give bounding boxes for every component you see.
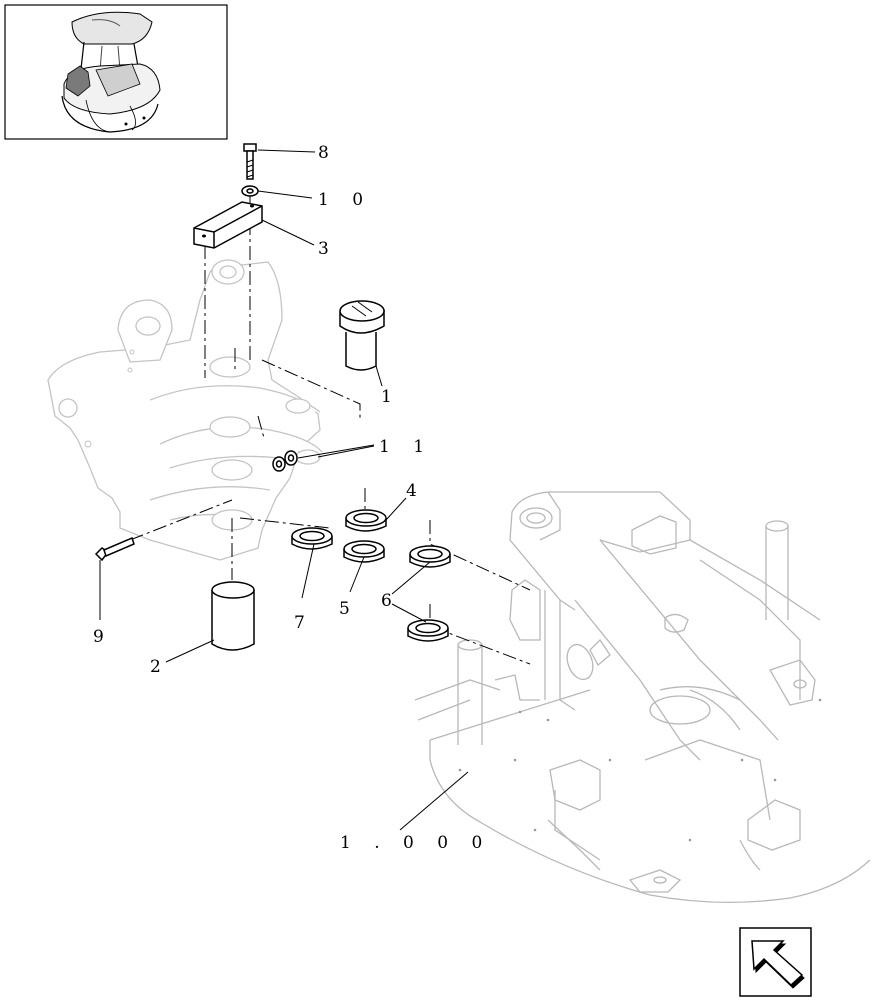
- part-2-pin[interactable]: [211, 581, 255, 651]
- part-3-block[interactable]: [193, 201, 263, 249]
- upper-frame-assembly: [414, 491, 871, 903]
- callout-4[interactable]: 4: [406, 481, 417, 501]
- callout-1[interactable]: 1: [381, 387, 392, 407]
- machine-overview-icon: [61, 11, 161, 133]
- part-1-pin[interactable]: [339, 300, 385, 371]
- part-6-ring-lower[interactable]: [407, 619, 449, 642]
- thumbnail-inset[interactable]: [4, 4, 228, 140]
- part-10-washer[interactable]: [241, 185, 259, 197]
- assembly-lines: [129, 196, 531, 665]
- part-5-ring[interactable]: [343, 540, 385, 563]
- part-8-bolt[interactable]: [243, 143, 257, 180]
- part-7-ring[interactable]: [291, 527, 333, 550]
- callout-3[interactable]: 3: [318, 239, 329, 259]
- callout-2[interactable]: 2: [150, 657, 161, 677]
- leader-lines: [99, 149, 469, 831]
- swing-bracket: [47, 259, 323, 561]
- part-9-bolt[interactable]: [94, 536, 135, 562]
- callout-labels: 8 1 0 3 1 1 1 4 7 5 6 9 2 1 . 0 0 0: [93, 143, 491, 853]
- callout-7[interactable]: 7: [294, 613, 305, 633]
- callout-5[interactable]: 5: [339, 599, 350, 619]
- callout-8[interactable]: 8: [318, 143, 329, 163]
- callout-6[interactable]: 6: [381, 591, 392, 611]
- callout-10[interactable]: 1 0: [318, 190, 372, 210]
- return-arrow-icon: [751, 940, 805, 989]
- callout-11[interactable]: 1 1: [379, 437, 433, 457]
- part-4-ring[interactable]: [345, 509, 387, 532]
- callout-1000[interactable]: 1 . 0 0 0: [340, 833, 491, 853]
- part-11-grease-fittings[interactable]: [272, 450, 298, 472]
- part-6-ring-upper[interactable]: [409, 545, 451, 568]
- callout-9[interactable]: 9: [93, 627, 104, 647]
- return-arrow-button[interactable]: [739, 927, 812, 997]
